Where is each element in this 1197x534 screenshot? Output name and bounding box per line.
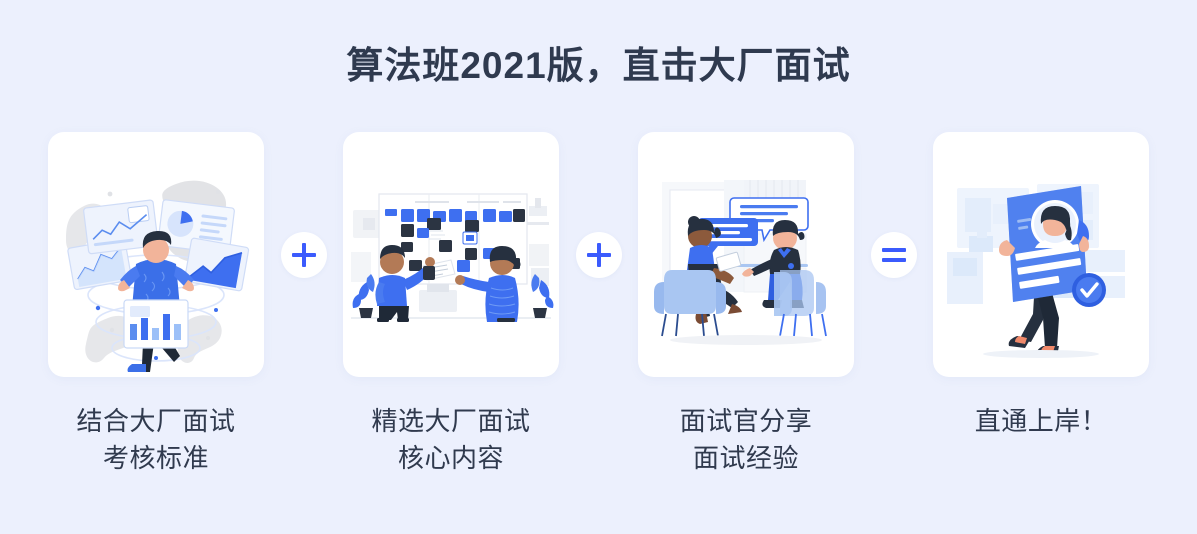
operator-1	[264, 132, 343, 377]
step-item-2: 精选大厂面试 核心内容	[343, 132, 559, 477]
plus-icon	[575, 231, 622, 278]
step-label-4: 直通上岸！	[974, 406, 1108, 436]
data-analysis-illustration	[66, 180, 250, 372]
step-card-4	[933, 132, 1149, 377]
operator-2	[559, 132, 638, 377]
page-title: 算法班2021版，直击大厂面试	[346, 45, 851, 86]
step-card-2	[343, 132, 559, 377]
plus-icon	[280, 231, 327, 278]
step-card-3	[638, 132, 854, 377]
step-item-1: 结合大厂面试 考核标准	[48, 132, 264, 477]
steps-row: 结合大厂面试 考核标准	[48, 132, 1149, 492]
equals-icon	[870, 231, 917, 278]
step-label-2: 精选大厂面试 核心内容	[371, 406, 531, 473]
step-item-4: 直通上岸！	[933, 132, 1149, 440]
interview-conversation-illustration	[654, 180, 827, 345]
step-item-3: 面试官分享 面试经验	[638, 132, 854, 477]
step-card-1	[48, 132, 264, 377]
operator-3	[854, 132, 933, 377]
step-label-3: 面试官分享 面试经验	[679, 406, 813, 473]
step-label-1: 结合大厂面试 考核标准	[76, 406, 236, 473]
resume-approved-illustration	[947, 184, 1125, 358]
kanban-board-illustration	[351, 193, 554, 322]
